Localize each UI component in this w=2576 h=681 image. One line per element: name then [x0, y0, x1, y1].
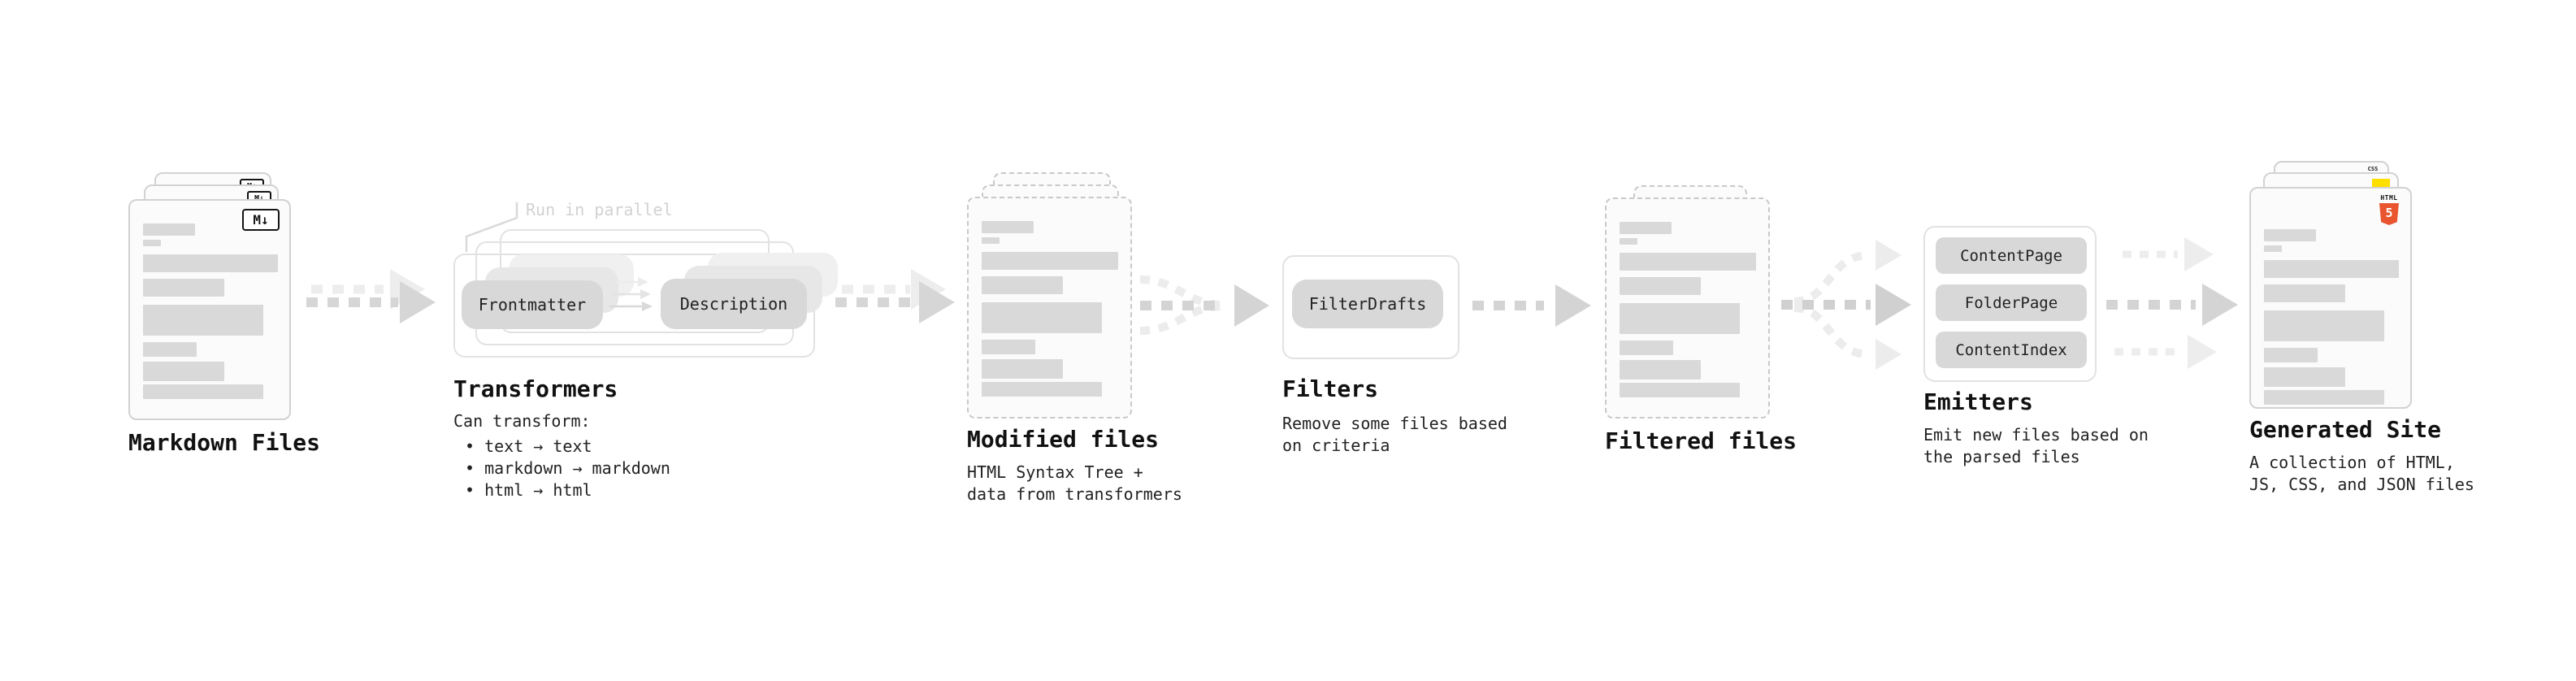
bullet-glyph: •	[465, 436, 475, 456]
arrow-modified-to-filters	[1139, 275, 1269, 335]
emitters-subtitle: Emit new files based on the parsed files	[1923, 424, 2149, 468]
placeholder-bar	[143, 384, 263, 399]
placeholder-bar	[2264, 284, 2345, 302]
placeholder-bar	[1620, 360, 1701, 380]
contentpage-pill: ContentPage	[1936, 237, 2087, 274]
bullet-item: • text → text	[465, 436, 670, 458]
placeholder-bar	[982, 340, 1035, 354]
placeholder-bar	[1620, 340, 1673, 355]
placeholder-bar	[982, 382, 1102, 397]
placeholder-bar	[982, 237, 1000, 244]
subtitle-line: data from transformers	[967, 484, 1182, 504]
placeholder-bar	[982, 276, 1063, 294]
subtitle-line: A collection of HTML,	[2249, 453, 2455, 472]
css-icon-label: CSS	[2367, 166, 2379, 172]
bullet-text: text → text	[484, 436, 592, 456]
html5-icon-shield: 5	[2379, 203, 2399, 225]
placeholder-bar	[1620, 277, 1701, 295]
placeholder-bar	[2264, 229, 2316, 241]
subtitle-line: the parsed files	[1923, 447, 2080, 466]
placeholder-bar	[143, 362, 224, 381]
transformers-heading: Can transform:	[453, 411, 591, 431]
filterdrafts-pill: FilterDrafts	[1292, 280, 1443, 328]
placeholder-bar	[2264, 348, 2318, 362]
file-content-skeleton	[143, 223, 278, 399]
placeholder-bar	[143, 223, 195, 236]
bullet-glyph: •	[465, 458, 475, 478]
transformers-bullet-list: • text → text • markdown → markdown • ht…	[465, 436, 670, 501]
subtitle-line: HTML Syntax Tree +	[967, 462, 1143, 482]
file-content-skeleton	[2264, 229, 2399, 405]
placeholder-bar	[2264, 245, 2282, 252]
placeholder-bar	[982, 252, 1118, 270]
placeholder-bar	[1620, 222, 1672, 234]
bullet-item: • markdown → markdown	[465, 458, 670, 479]
subtitle-line: JS, CSS, and JSON files	[2249, 475, 2474, 494]
frontmatter-pill: Frontmatter	[462, 280, 603, 329]
filtered-files-title: Filtered files	[1605, 427, 1798, 454]
arrow-transformers-to-modified	[835, 269, 955, 323]
placeholder-bar	[143, 254, 278, 272]
placeholder-bar	[143, 240, 161, 246]
placeholder-bar	[2264, 260, 2399, 278]
placeholder-bar	[2264, 390, 2384, 405]
arrow-filters-to-filtered	[1472, 284, 1591, 327]
placeholder-bar	[2264, 310, 2384, 341]
folderpage-pill: FolderPage	[1936, 284, 2087, 321]
file-content-skeleton	[982, 221, 1118, 397]
bullet-text: markdown → markdown	[484, 458, 670, 478]
subtitle-line: Remove some files based	[1282, 414, 1507, 433]
placeholder-bar	[1620, 238, 1637, 245]
placeholder-bar	[982, 221, 1034, 233]
run-in-parallel-label: Run in parallel	[526, 200, 673, 219]
emitters-title: Emitters	[1923, 388, 2033, 415]
filters-title: Filters	[1282, 375, 1379, 402]
subtitle-line: Emit new files based on	[1923, 425, 2149, 445]
html5-icon: HTML 5	[2377, 195, 2401, 225]
placeholder-bar	[1620, 303, 1740, 334]
markdown-file-card-front: M↓	[128, 199, 291, 420]
placeholder-bar	[982, 359, 1063, 379]
placeholder-bar	[982, 302, 1102, 333]
placeholder-bar	[1620, 383, 1740, 397]
arrow-filtered-to-emitters	[1781, 240, 1911, 370]
placeholder-bar	[143, 279, 224, 297]
arrow-markdown-to-transformers	[306, 269, 436, 323]
filters-box	[1282, 255, 1459, 359]
modified-files-subtitle: HTML Syntax Tree + data from transformer…	[967, 462, 1182, 505]
placeholder-bar	[2264, 367, 2345, 387]
generated-html-card: HTML 5	[2249, 187, 2412, 409]
bullet-glyph: •	[465, 480, 475, 500]
modified-files-title: Modified files	[967, 426, 1160, 453]
placeholder-bar	[1620, 253, 1756, 271]
markdown-files-title: Markdown Files	[128, 429, 321, 456]
contentindex-pill: ContentIndex	[1936, 332, 2087, 368]
bullet-text: html → html	[484, 480, 592, 500]
js-icon	[2372, 179, 2390, 189]
generated-site-subtitle: A collection of HTML, JS, CSS, and JSON …	[2249, 452, 2474, 496]
transformers-title: Transformers	[453, 375, 618, 402]
html5-icon-number: 5	[2385, 206, 2393, 220]
bullet-item: • html → html	[465, 479, 670, 501]
arrow-emitters-to-generated	[2106, 237, 2238, 369]
file-content-skeleton	[1620, 222, 1756, 397]
html5-icon-label: HTML	[2380, 194, 2398, 202]
placeholder-bar	[143, 342, 197, 357]
subtitle-line: on criteria	[1282, 436, 1390, 455]
markdown-icon: M↓	[242, 209, 280, 231]
modified-file-card-front	[967, 197, 1132, 419]
placeholder-bar	[143, 305, 263, 336]
generated-site-title: Generated Site	[2249, 416, 2442, 443]
description-pill: Description	[661, 279, 807, 329]
filtered-file-card-front	[1605, 197, 1770, 419]
emitters-box	[1923, 226, 2097, 382]
filters-subtitle: Remove some files based on criteria	[1282, 413, 1507, 457]
